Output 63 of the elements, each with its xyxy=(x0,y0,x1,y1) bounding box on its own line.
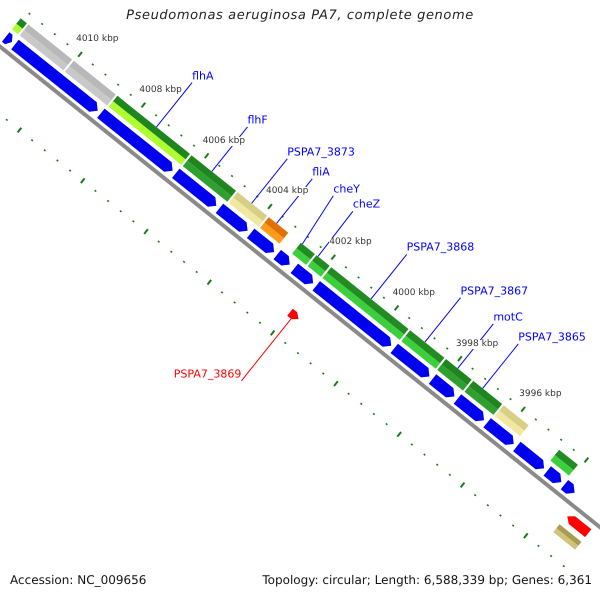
gene-block xyxy=(308,255,330,277)
leader-line xyxy=(482,343,519,389)
gene-block xyxy=(12,18,27,34)
scale-label: 4002 kbp xyxy=(329,238,372,248)
gene-block xyxy=(483,418,514,445)
gene-label: motC xyxy=(493,311,523,324)
gene-label: cheZ xyxy=(352,198,380,212)
scale-label: 4004 kbp xyxy=(266,187,308,196)
gene-block xyxy=(544,466,562,484)
leader-line xyxy=(424,297,462,343)
gene-block xyxy=(260,217,288,244)
gene-block xyxy=(2,32,12,44)
scale-label: 4006 kbp xyxy=(202,136,246,146)
gene-block xyxy=(464,380,502,415)
leader-line xyxy=(370,254,408,300)
scale-label: 4000 kbp xyxy=(392,288,435,298)
gene-block xyxy=(228,192,268,227)
scale-label: 3998 kbp xyxy=(456,340,498,349)
gene-block xyxy=(290,264,314,284)
gene-block xyxy=(312,281,392,347)
gene-block xyxy=(172,168,216,207)
gene-block xyxy=(64,60,116,106)
leader-line xyxy=(251,158,288,204)
gene-label: cheY xyxy=(333,183,360,196)
gene-block xyxy=(390,344,430,378)
gene-block xyxy=(553,524,582,550)
gene-block xyxy=(182,155,236,202)
gene-label: fliA xyxy=(312,166,330,179)
gene-block xyxy=(437,359,472,391)
gene-label: PSPA7_3867 xyxy=(460,284,528,298)
gene-label: PSPA7_3868 xyxy=(406,242,474,254)
gene-block xyxy=(20,24,72,70)
gene-block xyxy=(274,250,290,266)
accession-text: Accession: NC_009656 xyxy=(10,574,146,586)
gene-block xyxy=(495,405,529,436)
gene-label: PSPA7_3865 xyxy=(518,331,586,344)
gene-block xyxy=(216,204,248,232)
gene-block xyxy=(550,450,578,476)
gene-block xyxy=(108,96,190,165)
gene-label: PSPA7_3869 xyxy=(174,368,242,381)
gene-block xyxy=(292,242,315,265)
gene-block xyxy=(513,442,544,470)
gene-label: flhA xyxy=(192,70,214,83)
leader-line xyxy=(302,195,334,244)
title: Pseudomonas aeruginosa PA7, complete genome xyxy=(125,9,475,22)
leader-line xyxy=(317,210,354,257)
gene-block xyxy=(11,40,98,112)
gene-label: flhF xyxy=(247,114,268,127)
gene-block xyxy=(567,516,592,538)
gene-block xyxy=(454,394,484,422)
gene-label: PSPA7_3873 xyxy=(287,146,355,159)
scale-label: 4008 kbp xyxy=(139,86,182,96)
gene-block xyxy=(97,108,173,172)
gene-block xyxy=(246,228,274,253)
gene-block xyxy=(401,330,444,369)
leader-line xyxy=(240,318,292,382)
scale-label: 3996 kbp xyxy=(519,390,562,400)
gene-block xyxy=(428,374,454,398)
gene-block xyxy=(560,480,575,494)
genome-stats-text: Topology: circular; Length: 6,588,339 bp; Genes: 6,361 xyxy=(262,574,592,586)
scale-label: 4010 kbp xyxy=(76,35,119,44)
leader-line xyxy=(156,82,193,128)
gene-marker xyxy=(287,308,299,320)
